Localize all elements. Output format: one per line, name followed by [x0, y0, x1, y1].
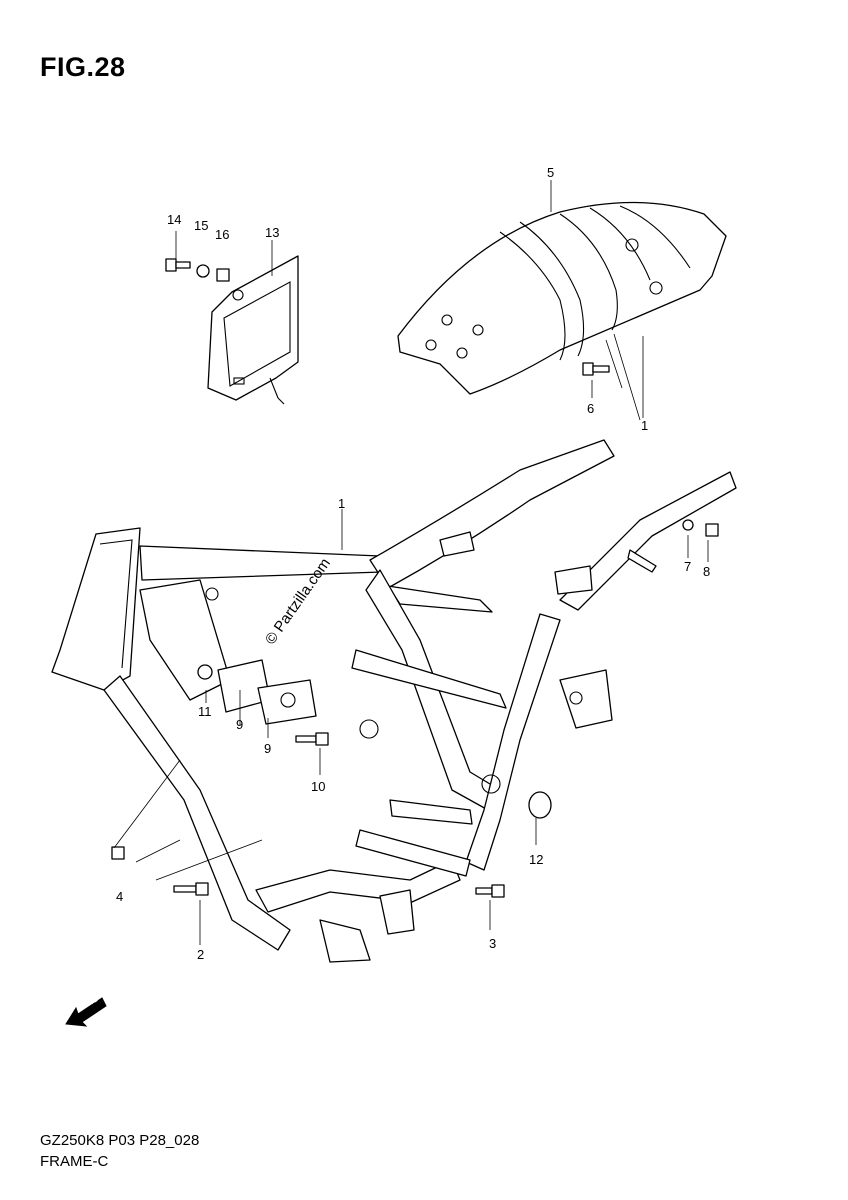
- bolt-part-3: [475, 884, 505, 898]
- diagram-code: GZ250K8 P03 P28_028: [40, 1132, 200, 1149]
- callout-9-upper: 9: [236, 717, 244, 732]
- callout-5: 5: [547, 165, 555, 180]
- bolt-part-14: [165, 258, 191, 272]
- callout-8: 8: [703, 564, 711, 579]
- callout-9-lower: 9: [264, 741, 272, 756]
- screw-part-6: [582, 362, 610, 376]
- callout-15: 15: [194, 218, 209, 233]
- callout-13: 13: [265, 225, 280, 240]
- callout-4: 4: [116, 889, 124, 904]
- figure-title: FIG.28: [40, 52, 126, 82]
- rear-fender-part-5: [397, 201, 727, 395]
- washer-part-15: [196, 264, 210, 278]
- callout-7: 7: [684, 559, 692, 574]
- diagram-name: FRAME-C: [40, 1153, 109, 1170]
- callout-12: 12: [529, 852, 544, 867]
- nut-part-11: [197, 664, 213, 680]
- main-frame-part-1: [51, 439, 737, 963]
- nut-part-16: [216, 268, 230, 282]
- forward-arrow-icon: [65, 997, 107, 1027]
- bolt-part-2: [173, 882, 209, 896]
- nut-part-4: [111, 846, 125, 860]
- callout-14: 14: [167, 212, 182, 227]
- callout-1-fender: 1: [641, 418, 649, 433]
- plug-part-12: [528, 791, 552, 819]
- callout-1: 1: [338, 496, 346, 511]
- bracket-part-13: [207, 255, 299, 405]
- callout-16: 16: [215, 227, 230, 242]
- bolt-part-10: [295, 732, 329, 746]
- callout-10: 10: [311, 779, 326, 794]
- callout-6: 6: [587, 401, 595, 416]
- leader-lines: [113, 180, 709, 945]
- washer-part-7: [682, 519, 694, 531]
- callout-3: 3: [489, 936, 497, 951]
- nut-part-8: [705, 523, 719, 537]
- callout-2: 2: [197, 947, 205, 962]
- callout-11: 11: [198, 704, 212, 719]
